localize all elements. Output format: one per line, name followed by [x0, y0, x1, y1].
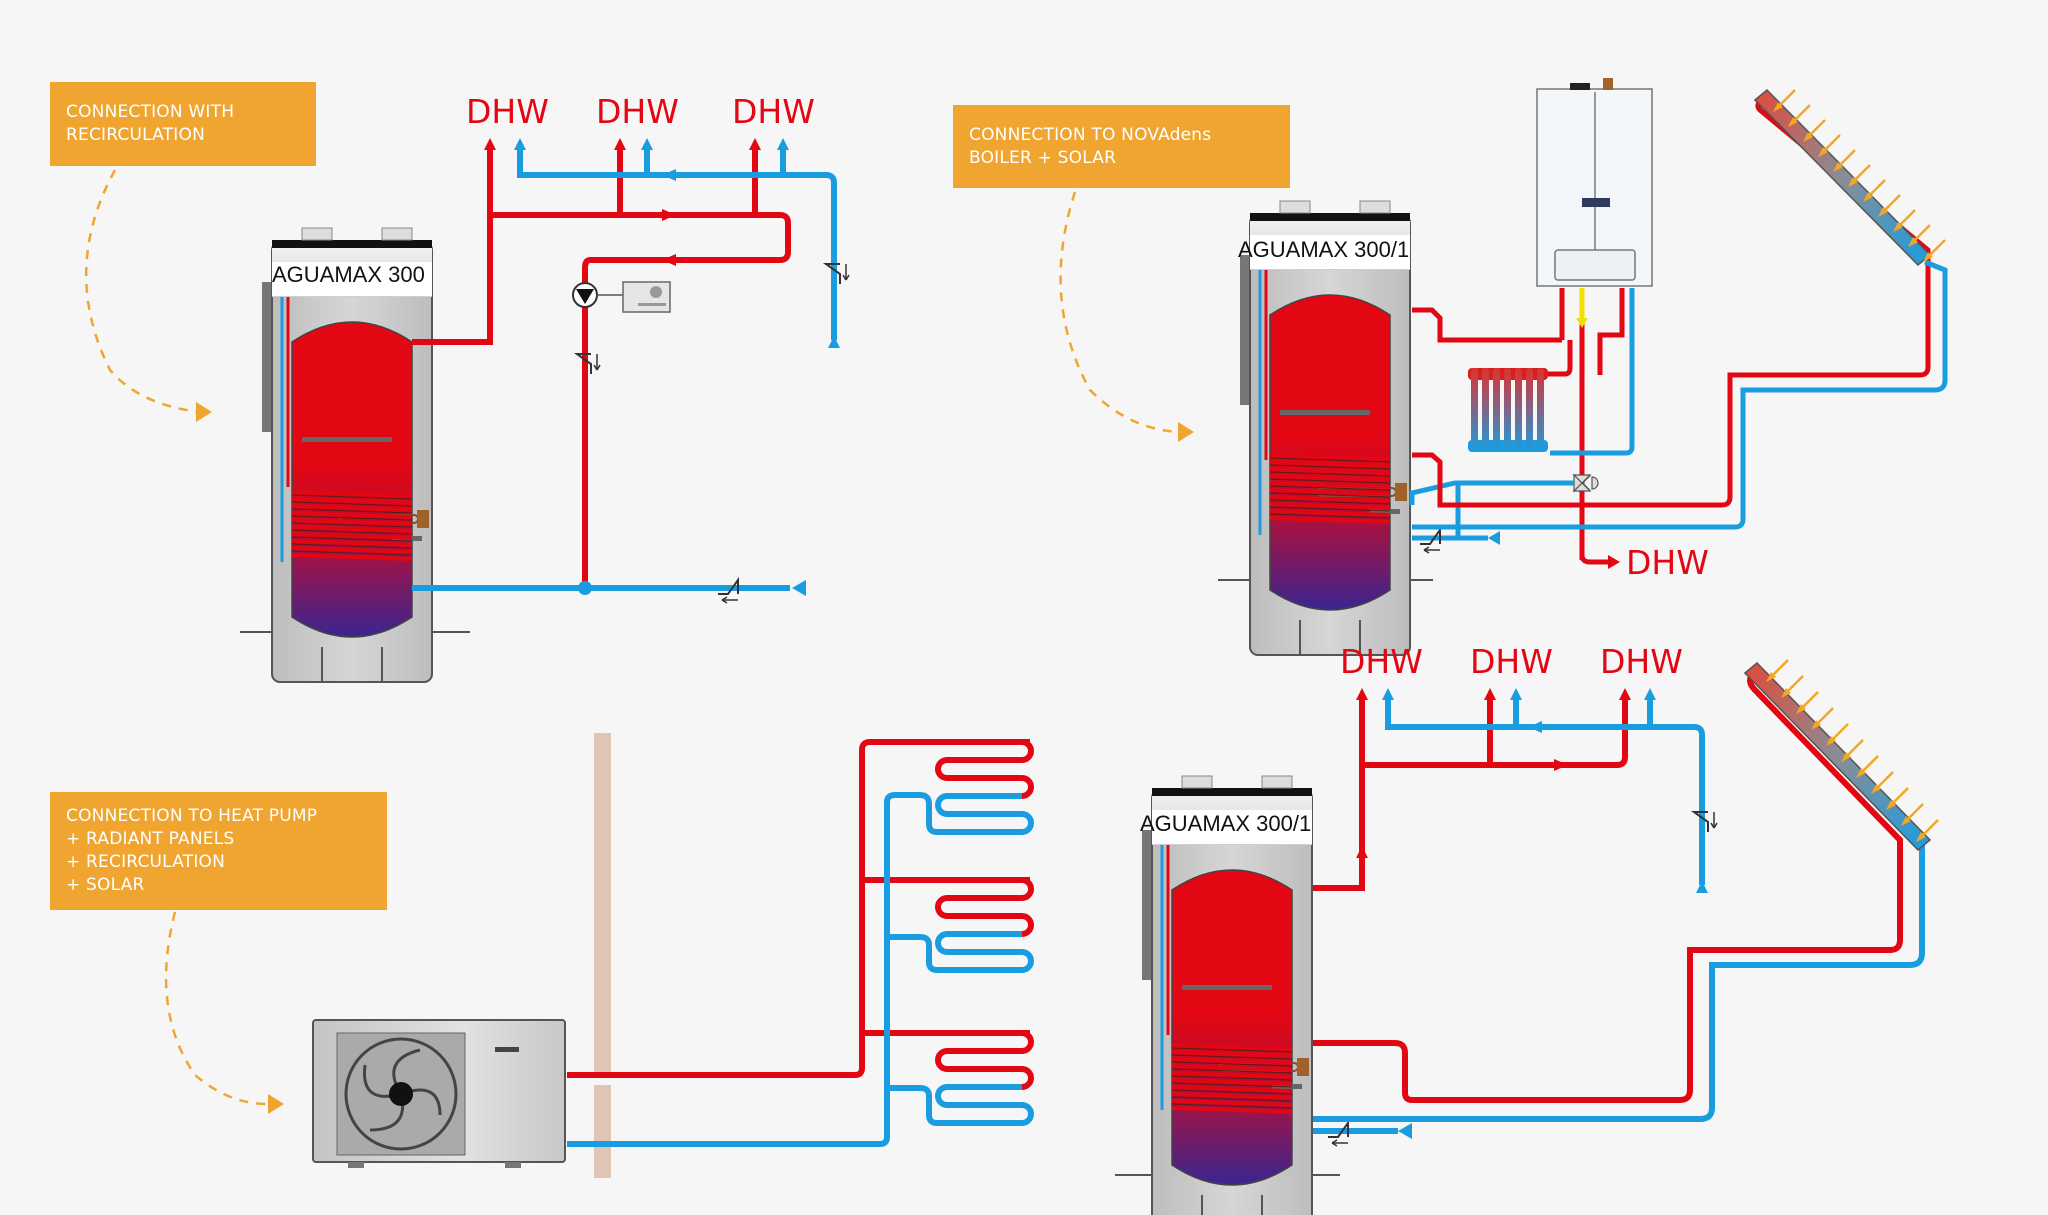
solar-collector-icon: [1743, 661, 1932, 852]
recirculation-pipe: [490, 212, 791, 590]
storage-tank: [260, 226, 434, 684]
pipe-junction: [578, 581, 592, 595]
cold-water-branch: [644, 150, 786, 175]
callout-line: + RECIRCULATION: [66, 852, 226, 872]
sun-rays-icon: [1764, 658, 1940, 844]
pointer-arrow-head: [1178, 422, 1194, 442]
check-valve-icon: [1419, 529, 1441, 554]
tank-model-label: AGUAMAX 300/1: [1238, 237, 1409, 262]
callout-line: CONNECTION TO HEAT PUMP: [66, 806, 318, 826]
callout-line: + SOLAR: [66, 875, 145, 895]
sun-rays-icon: [1771, 88, 1947, 264]
callout-line: CONNECTION WITH: [66, 102, 235, 122]
radiator-icon: [1468, 368, 1548, 452]
solar-cold-pipe: [1313, 835, 1925, 1122]
boiler-to-tank-pipe: [1412, 307, 1562, 343]
dhw-label: DHW: [466, 92, 549, 131]
dhw-label: DHW: [1470, 642, 1553, 681]
dhw-label: DHW: [1340, 642, 1423, 681]
dashed-pointer-arrow: [1059, 191, 1181, 434]
radiant-floor-loop: [919, 877, 1034, 973]
callout-boiler-solar: CONNECTION TO NOVAdens BOILER + SOLAR: [953, 105, 1290, 188]
dhw-label: DHW: [596, 92, 679, 131]
check-valve-icon: [576, 353, 601, 375]
dhw-label: DHW: [1626, 543, 1709, 582]
brick-wall: [594, 733, 611, 1178]
callout-line: BOILER + SOLAR: [969, 147, 1117, 168]
pointer-arrow-head: [268, 1094, 284, 1114]
flow-arrow-cold: [662, 169, 676, 181]
cold-water-pipe: [1385, 700, 1705, 885]
pointer-arrow-head: [196, 402, 212, 422]
panel-solar-recirculation: AGUAMAX 300/1: [1115, 642, 1940, 1215]
cold-water-pipe: [517, 150, 837, 340]
three-way-valve-icon: [1572, 473, 1599, 493]
radiant-floor-loop: [919, 1030, 1034, 1126]
cold-outlet-arrows: [514, 138, 789, 150]
solar-hot-pipe: [1412, 97, 1931, 508]
check-valve-icon: [1327, 1122, 1349, 1147]
storage-tank: [1140, 774, 1314, 1215]
cold-outlet-arrows: [1382, 688, 1656, 700]
pump-controller-icon: [622, 281, 671, 313]
panel-recirculation: AGUAMAX 300: [84, 92, 850, 684]
radiant-floor-loop: [919, 739, 1034, 835]
boiler-hot-pipes: [1559, 288, 1625, 560]
callout-recirculation: CONNECTION WITH RECIRCULATION: [50, 82, 316, 166]
heat-pump-supply-pipe: [567, 739, 1030, 1078]
tank-model-label: AGUAMAX 300/1: [1140, 811, 1311, 836]
fan-icon: [344, 1037, 458, 1151]
check-valve-icon: [825, 263, 850, 285]
brand-badge: [1582, 198, 1610, 207]
dashed-pointer-arrow: [84, 169, 201, 414]
cold-inlet-arrow: [792, 580, 806, 596]
dashed-pointer-arrow: [164, 911, 271, 1106]
hot-outlet-arrows: [484, 138, 761, 150]
tank-model-label: AGUAMAX 300: [272, 262, 425, 287]
solar-cold-pipe: [1412, 259, 1948, 530]
dhw-outlet-pipe: [1579, 491, 1610, 565]
check-valve-icon: [717, 579, 739, 604]
hot-water-pipe: [1313, 700, 1365, 891]
cold-inlet-arrow: [828, 336, 840, 348]
check-valve-icon: [1693, 811, 1718, 833]
dhw-label: DHW: [1600, 642, 1683, 681]
solar-collector-icon: [1753, 88, 1932, 267]
callout-line: RECIRCULATION: [66, 125, 205, 145]
pump-triangle: [576, 289, 594, 304]
heat-pump-return-pipe: [567, 792, 920, 1147]
solar-hot-pipe: [1313, 669, 1903, 1103]
dhw-label: DHW: [732, 92, 815, 131]
callout-line: CONNECTION TO NOVAdens: [969, 124, 1212, 145]
storage-tank: [1238, 199, 1412, 657]
hot-water-branch: [617, 150, 758, 215]
radiator-return-pipe: [1550, 288, 1635, 456]
heat-pump-unit: [312, 1019, 566, 1168]
callout-line: + RADIANT PANELS: [66, 829, 235, 849]
callout-heat-pump: CONNECTION TO HEAT PUMP + RADIANT PANELS…: [50, 792, 387, 910]
brand-logo: [495, 1047, 519, 1052]
wall-boiler: [1536, 78, 1653, 287]
hot-outlet-arrows: [1356, 688, 1631, 700]
panel-boiler-solar: AGUAMAX 300/1: [1059, 78, 1948, 657]
panel-heat-pump: [164, 733, 1034, 1178]
flow-arrows-hot: [662, 209, 676, 266]
